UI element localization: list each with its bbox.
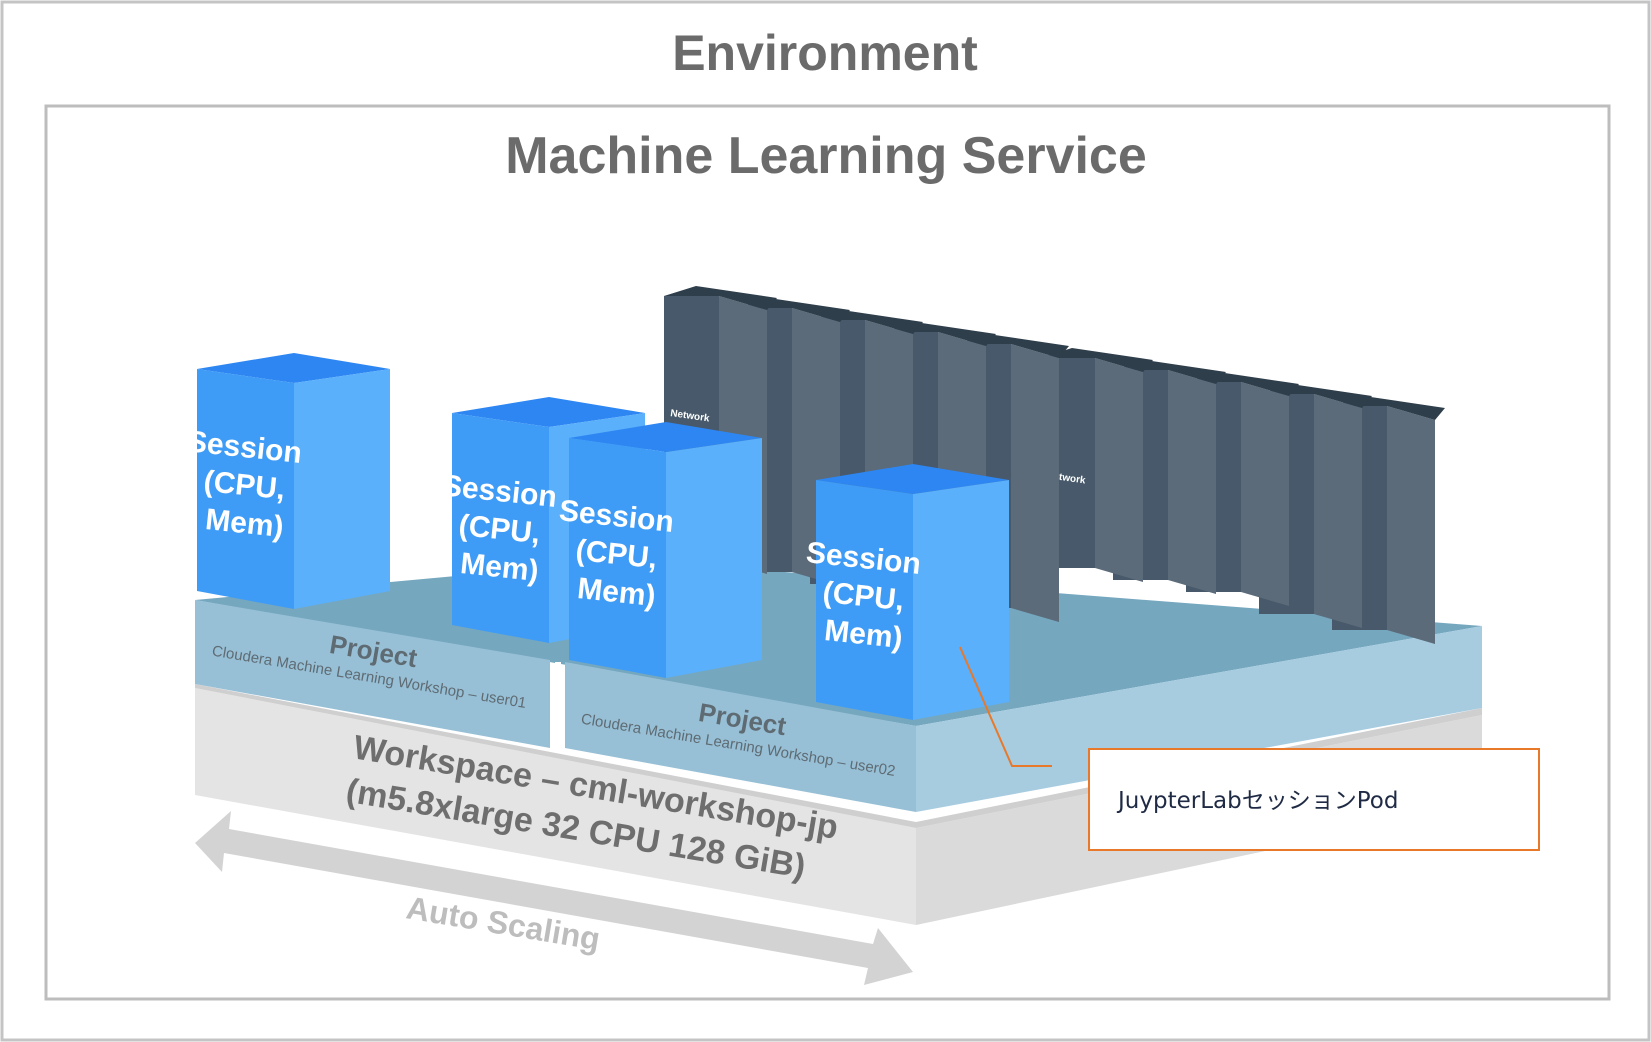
session-cube-top [569,422,762,452]
session-cube-side [666,438,762,678]
server-rack-side [1011,344,1059,622]
callout-connector [959,646,1052,767]
session-cube-front [452,413,549,643]
server-rack-side [1241,382,1289,606]
session-cube-side [913,480,1009,720]
session-cube: Session(CPU,Mem) [186,353,390,609]
server-rack-top [1040,348,1153,372]
session-cube-front [569,438,666,678]
session-cube-front [197,369,294,609]
server-rack-side [1095,358,1143,582]
auto-scaling-arrow [195,811,913,985]
session-cube-top [197,353,390,383]
server-rack-label: Network [670,408,711,424]
callout-text: JuypterLabセッションPod [1116,788,1398,814]
session-cube-label: Mem) [459,547,540,588]
callout-box [1088,748,1540,851]
session-cube: Session(CPU,Mem) [805,464,1009,720]
environment-title: Environment [672,25,978,81]
server-rack-side [1314,394,1362,628]
server-rack-top [664,286,777,310]
server-rack-side [1387,406,1435,644]
session-cube-label: Mem) [823,614,904,655]
project-front-user01 [195,600,550,748]
session-cube-label: Mem) [576,572,657,613]
session-cube-front [816,480,913,720]
session-cube-side [294,369,390,609]
session-cubes: Session(CPU,Mem)Session(CPU,Mem)Session(… [186,353,1009,720]
ml-service-title: Machine Learning Service [505,127,1147,185]
session-cube: Session(CPU,Mem) [558,422,762,678]
project-platform-side [916,626,1482,812]
session-cube-label: Mem) [204,503,285,544]
server-rack-side [1168,370,1216,594]
double-arrow-icon [195,811,913,985]
project-front-user02 [565,662,916,812]
session-cube-top [816,464,1009,494]
session-cube-top [452,397,645,427]
workspace-slab-front [195,688,916,925]
